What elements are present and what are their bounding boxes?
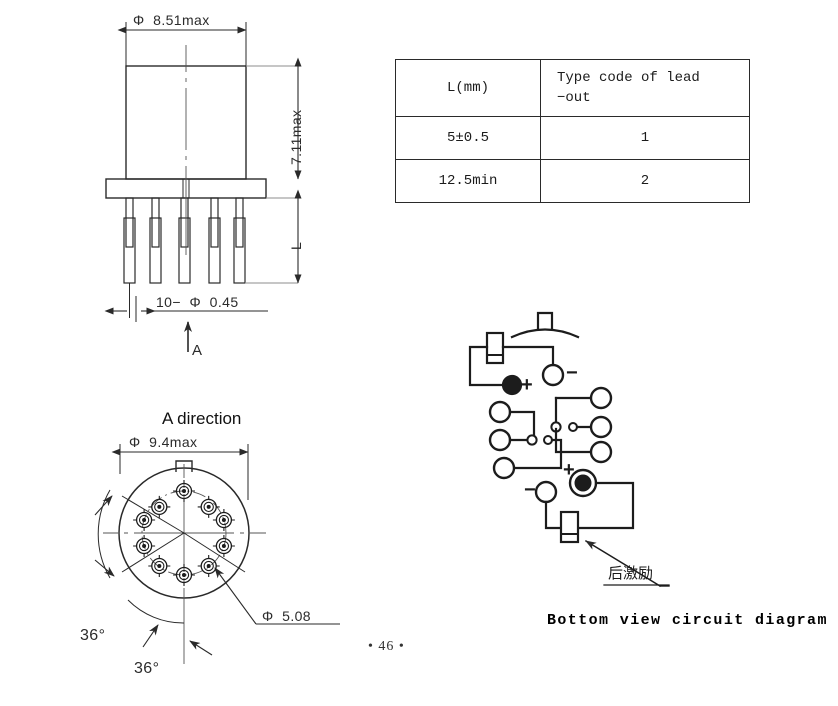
- table-row: 5±0.5 1: [395, 116, 750, 160]
- table-row: 12.5min 2: [395, 159, 750, 203]
- table-header-type-code: Type code of lead −out: [540, 59, 750, 117]
- dim-label-pin-circle-diameter: Φ 5.08: [262, 608, 311, 624]
- bottom-view-title: A direction: [162, 409, 242, 428]
- dim-label-outer-diameter: Φ 8.51max: [133, 12, 210, 28]
- dim-label-body-height: 7.11max: [288, 109, 304, 165]
- view-arrow-label-a: A: [192, 342, 203, 359]
- table-header-l-mm: L(mm): [395, 59, 541, 117]
- cell-code-1: 1: [540, 116, 750, 160]
- dim-label-lead-length: L: [288, 241, 304, 250]
- bottom-view-geometry: [94, 444, 340, 664]
- cell-length-1: 5±0.5: [395, 116, 541, 160]
- circuit-diagram-caption: Bottom view circuit diagram: [547, 612, 828, 629]
- circuit-annotation-rear-excitation: 后激励: [608, 564, 654, 582]
- cell-code-2: 2: [540, 159, 750, 203]
- dim-label-pin-diameter: 10− Φ 0.45: [156, 294, 239, 310]
- circuit-geometry: [468, 311, 670, 588]
- dim-label-package-diameter: Φ 9.4max: [129, 434, 198, 450]
- page-number: • 46 •: [368, 639, 405, 654]
- polarity-minus-coil1: −: [566, 362, 578, 384]
- polarity-plus-coil1: +: [521, 374, 533, 396]
- cell-length-2: 12.5min: [395, 159, 541, 203]
- angle-label-36-upper: 36°: [80, 627, 106, 644]
- angle-label-36-lower: 36°: [134, 660, 160, 677]
- bottom-view-pins: [133, 480, 235, 586]
- polarity-plus-coil2: +: [563, 459, 575, 481]
- table-header-row: L(mm) Type code of lead −out: [395, 59, 750, 117]
- polarity-minus-coil2: −: [524, 479, 536, 501]
- lead-out-type-table: L(mm) Type code of lead −out 5±0.5 1 12.…: [395, 59, 750, 203]
